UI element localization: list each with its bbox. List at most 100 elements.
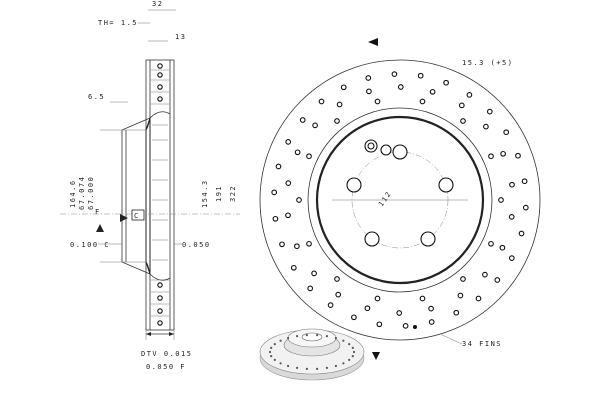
drill-hole [335, 291, 342, 298]
drill-hole [515, 152, 521, 159]
persp-hole [305, 334, 308, 337]
dim-hat-depth: 13 [175, 33, 186, 41]
drill-hole [460, 118, 466, 124]
persp-hole [325, 366, 328, 369]
hat-inner-ring [315, 115, 485, 285]
dim-d-outer: 322 [229, 185, 237, 202]
datum-triangle-icon [96, 224, 104, 232]
persp-hole [268, 350, 272, 354]
hat-outer-ring [307, 107, 493, 293]
drill-hole [428, 319, 435, 325]
drill-hole [500, 150, 506, 157]
drill-holes [271, 71, 529, 329]
fins-label: 34 FINS [462, 340, 502, 348]
drill-hole [299, 117, 306, 123]
persp-hole [342, 362, 345, 365]
datum-c-label: C [134, 212, 140, 220]
bolt-circle-label: 112 [377, 190, 393, 209]
drill-hole [366, 88, 372, 95]
drill-hole [518, 230, 525, 237]
persp-hole [325, 335, 328, 338]
drill-hole [294, 243, 300, 250]
dim-step: 6.5 [88, 93, 105, 101]
right-diameters: 154.3 191 322 [201, 179, 237, 208]
drill-hole [271, 189, 278, 196]
persp-hole [270, 346, 273, 349]
rotor-section [121, 59, 175, 331]
drill-hole [486, 108, 493, 115]
drill-hole [364, 305, 371, 312]
drill-hole [275, 163, 282, 170]
drill-hole [396, 310, 403, 316]
drill-hole [466, 92, 473, 98]
drill-hole [522, 204, 529, 211]
persp-hole [270, 355, 273, 358]
persp-hole [305, 367, 308, 370]
drill-hole [285, 212, 291, 219]
aux-hole [380, 144, 392, 156]
drill-hole [498, 197, 504, 203]
drill-hole [419, 295, 426, 302]
flatness-label: 0.050 F [146, 363, 186, 371]
drill-hole [311, 270, 317, 277]
drill-hole [374, 98, 381, 105]
drill-hole [475, 295, 482, 302]
rotor-outer-edge [259, 59, 541, 341]
persp-hole [351, 355, 354, 358]
bolt-hole [364, 231, 380, 247]
marker-dot [413, 325, 417, 329]
drill-hole [351, 314, 357, 321]
drill-hole [306, 153, 312, 160]
persp-hole [351, 346, 354, 349]
drill-hole [376, 321, 383, 328]
persp-hole [287, 336, 290, 340]
persp-hole [316, 334, 319, 337]
drill-hole [428, 305, 434, 312]
persp-hole [342, 339, 345, 342]
left-diameters: 164.6 67.074 67.000 [69, 176, 95, 210]
dim-min-thickness: TH= 1.5 [98, 19, 138, 27]
drill-hole [509, 181, 515, 188]
drill-hole [327, 302, 334, 308]
drill-hole [458, 102, 465, 109]
section-marker-icon [372, 352, 380, 360]
drill-hole [318, 98, 325, 105]
persp-hole [279, 339, 282, 342]
drill-hole [374, 295, 381, 302]
dim-d3: 67.000 [87, 176, 95, 210]
bolt-hole [438, 177, 454, 193]
persp-hole [316, 367, 319, 370]
bolt-hole [392, 144, 408, 160]
datum-arrow-icon [120, 214, 128, 222]
drill-hole [503, 129, 510, 136]
dim-d-mid: 154.3 [201, 179, 209, 208]
persp-hole [273, 358, 276, 361]
drill-hole [290, 264, 297, 271]
drill-hole [488, 153, 494, 160]
dim-d-inner: 191 [215, 185, 223, 202]
drill-hole [365, 75, 372, 81]
offset-label: 15.3 (+5) [462, 59, 513, 67]
drill-hole [453, 309, 460, 316]
drill-hole [336, 101, 343, 108]
drill-hole [483, 123, 489, 130]
drill-hole [306, 240, 312, 247]
persp-hole [287, 364, 290, 368]
persp-hole [348, 343, 351, 346]
dtv-label: DTV 0.015 [141, 350, 192, 358]
datum-c-box [131, 209, 145, 221]
drill-hole [499, 244, 506, 251]
drill-hole [285, 180, 292, 186]
drill-hole [340, 84, 347, 91]
drill-hole [508, 214, 515, 220]
persp-hole [352, 350, 356, 354]
persp-hole [348, 358, 351, 361]
dim-d1: 164.6 [69, 179, 77, 208]
dim-d2: 67.074 [78, 176, 86, 210]
persp-hole [273, 343, 276, 346]
drill-hole [521, 178, 528, 185]
bolt-hole [420, 231, 436, 247]
drill-hole [417, 72, 424, 79]
locating-hole-inner [367, 142, 375, 150]
